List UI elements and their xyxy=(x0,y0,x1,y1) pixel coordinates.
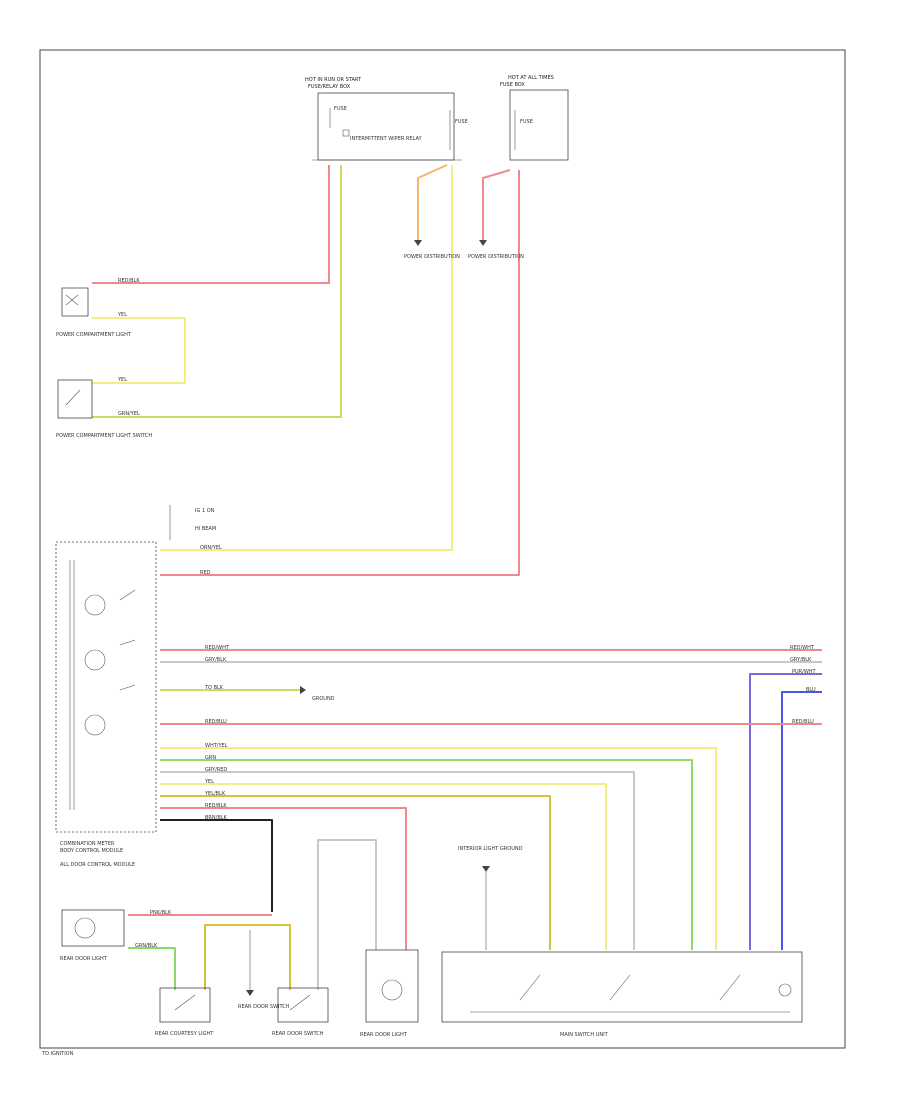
wire-green-3 xyxy=(128,947,176,990)
wire-label-red-3: RED/WHT xyxy=(205,645,230,651)
wire-red-dist xyxy=(482,169,511,240)
wire-label-green-1: GRN/YEL xyxy=(118,411,140,417)
fusebox-b-sublabel: FUSE BOX xyxy=(500,82,525,88)
wire-label-red-3b: RED/WHT xyxy=(790,645,815,651)
wire-label-misc1: IG 1 ON xyxy=(195,508,215,514)
wire-gray-4 xyxy=(317,839,377,990)
wire-red-top xyxy=(92,165,330,284)
cluster-label: COMBINATION METER xyxy=(60,841,115,847)
relay-label: INTERMITTENT WIPER RELAY xyxy=(350,136,422,142)
lamp-right: REAR DOOR LIGHT xyxy=(360,949,419,1038)
wire-label-yellow-3: WHT/YEL xyxy=(205,743,228,749)
lighting-module-label: BODY CONTROL MODULE xyxy=(60,848,123,854)
ground-a-label: GROUND xyxy=(312,696,335,702)
wire-label-blue: BLU xyxy=(806,687,816,693)
switch-unit: MAIN SWITCH UNIT xyxy=(441,951,803,1038)
wire-gold-2 xyxy=(204,924,291,990)
fuse-c-label: FUSE xyxy=(520,119,533,125)
ground-symbol-mid: REAR DOOR SWITCH xyxy=(238,930,290,1010)
fusebox-a-sublabel: FUSE/RELAY BOX xyxy=(308,84,351,90)
wire-label-orange: ORN/YEL xyxy=(200,545,222,551)
fusebox-a: HOT IN RUN OR START FUSE/RELAY BOX FUSE … xyxy=(305,77,468,161)
wire-label-yellow-4: YEL xyxy=(204,779,214,785)
footer-label: TO IGNITION xyxy=(41,1051,74,1057)
switch-unit-label: MAIN SWITCH UNIT xyxy=(560,1032,609,1038)
wire-label-black: BRN/BLK xyxy=(205,815,228,821)
wire-yellow-top xyxy=(92,165,342,418)
wire-yellow-4 xyxy=(160,783,607,950)
wire-green-2 xyxy=(160,759,693,950)
wire-label-red-2: RED xyxy=(200,570,211,576)
wire-gray-3 xyxy=(160,771,635,950)
ground-b-label: INTERIOR LIGHT GROUND xyxy=(458,846,523,852)
wire-label-gray-2: GRY/BLK xyxy=(790,657,812,663)
wire-blue xyxy=(781,691,822,950)
wire-purple xyxy=(749,673,822,950)
wire-yellow-loop xyxy=(92,317,186,384)
map-lamp-label: POWER COMPARTMENT LIGHT xyxy=(56,332,132,338)
dist-b-symbol: POWER DISTRIBUTION xyxy=(468,240,524,260)
wire-label-yellow-1: YEL xyxy=(117,312,127,318)
map-lamp: POWER COMPARTMENT LIGHT xyxy=(56,287,132,338)
ground-c-label: ALL DOOR CONTROL MODULE xyxy=(60,862,135,868)
wire-black xyxy=(160,819,273,912)
wire-red-5 xyxy=(160,807,407,950)
wire-label-red-5: RED/BLK xyxy=(205,803,227,809)
fusebox-b: HOT AT ALL TIMES FUSE BOX FUSE xyxy=(500,75,569,161)
wire-label-misc3: TO BLK xyxy=(204,685,224,691)
wire-label-green-3: GRN/BLK xyxy=(135,943,158,949)
wire-label-misc2: HI BEAM xyxy=(195,526,216,532)
wire-label-yellow-2: YEL xyxy=(117,377,127,383)
wire-label-red-4: RED/BLU xyxy=(205,719,227,725)
wire-gold xyxy=(160,795,551,950)
fusebox-b-label: HOT AT ALL TIMES xyxy=(508,75,554,81)
ground-b: INTERIOR LIGHT GROUND xyxy=(458,846,523,950)
fuse-b-label: FUSE xyxy=(455,119,468,125)
wire-label-red-top: RED/BLK xyxy=(118,278,140,284)
lamp-left: REAR COURTESY LIGHT xyxy=(155,987,214,1037)
wire-label-gold: YEL/BLK xyxy=(204,791,226,797)
dist-b-label: POWER DISTRIBUTION xyxy=(468,254,524,260)
wire-orange-top xyxy=(417,164,448,240)
switch-left-label: REAR DOOR SWITCH xyxy=(272,1031,324,1037)
connector-top: IG 1 ON HI BEAM xyxy=(169,505,216,540)
wire-yellow-pale xyxy=(160,747,717,950)
diagram-frame xyxy=(39,49,846,1049)
lamp-left-label: REAR COURTESY LIGHT xyxy=(155,1031,214,1037)
wire-yellow-long xyxy=(160,165,453,551)
rear-light: REAR DOOR LIGHT xyxy=(60,909,125,962)
fuse-a-label: FUSE xyxy=(334,106,347,112)
cluster-block: COMBINATION METER BODY CONTROL MODULE xyxy=(55,541,157,854)
map-switch-label: POWER COMPARTMENT LIGHT SWITCH xyxy=(56,433,152,439)
map-switch: POWER COMPARTMENT LIGHT SWITCH xyxy=(56,379,152,439)
rear-light-label: REAR DOOR LIGHT xyxy=(60,956,108,962)
dist-a-symbol: POWER DISTRIBUTION xyxy=(404,240,460,260)
wire-label-red-6: PNK/BLK xyxy=(150,910,172,916)
wire-label-gray-1: GRY/BLK xyxy=(205,657,227,663)
switch-left: REAR DOOR SWITCH xyxy=(272,987,329,1037)
dist-a-label: POWER DISTRIBUTION xyxy=(404,254,460,260)
wire-label-green-2: GRN xyxy=(205,755,216,761)
wire-red-long xyxy=(160,170,520,576)
lamp-right-label: REAR DOOR LIGHT xyxy=(360,1032,408,1038)
wire-label-purple: PUR/WHT xyxy=(792,669,817,675)
sw-center-label: REAR DOOR SWITCH xyxy=(238,1004,290,1010)
wire-label-red-4b: RED/BLU xyxy=(792,719,814,725)
wire-label-gray-3: GRY/RED xyxy=(205,767,227,773)
fusebox-a-label: HOT IN RUN OR START xyxy=(305,77,362,83)
